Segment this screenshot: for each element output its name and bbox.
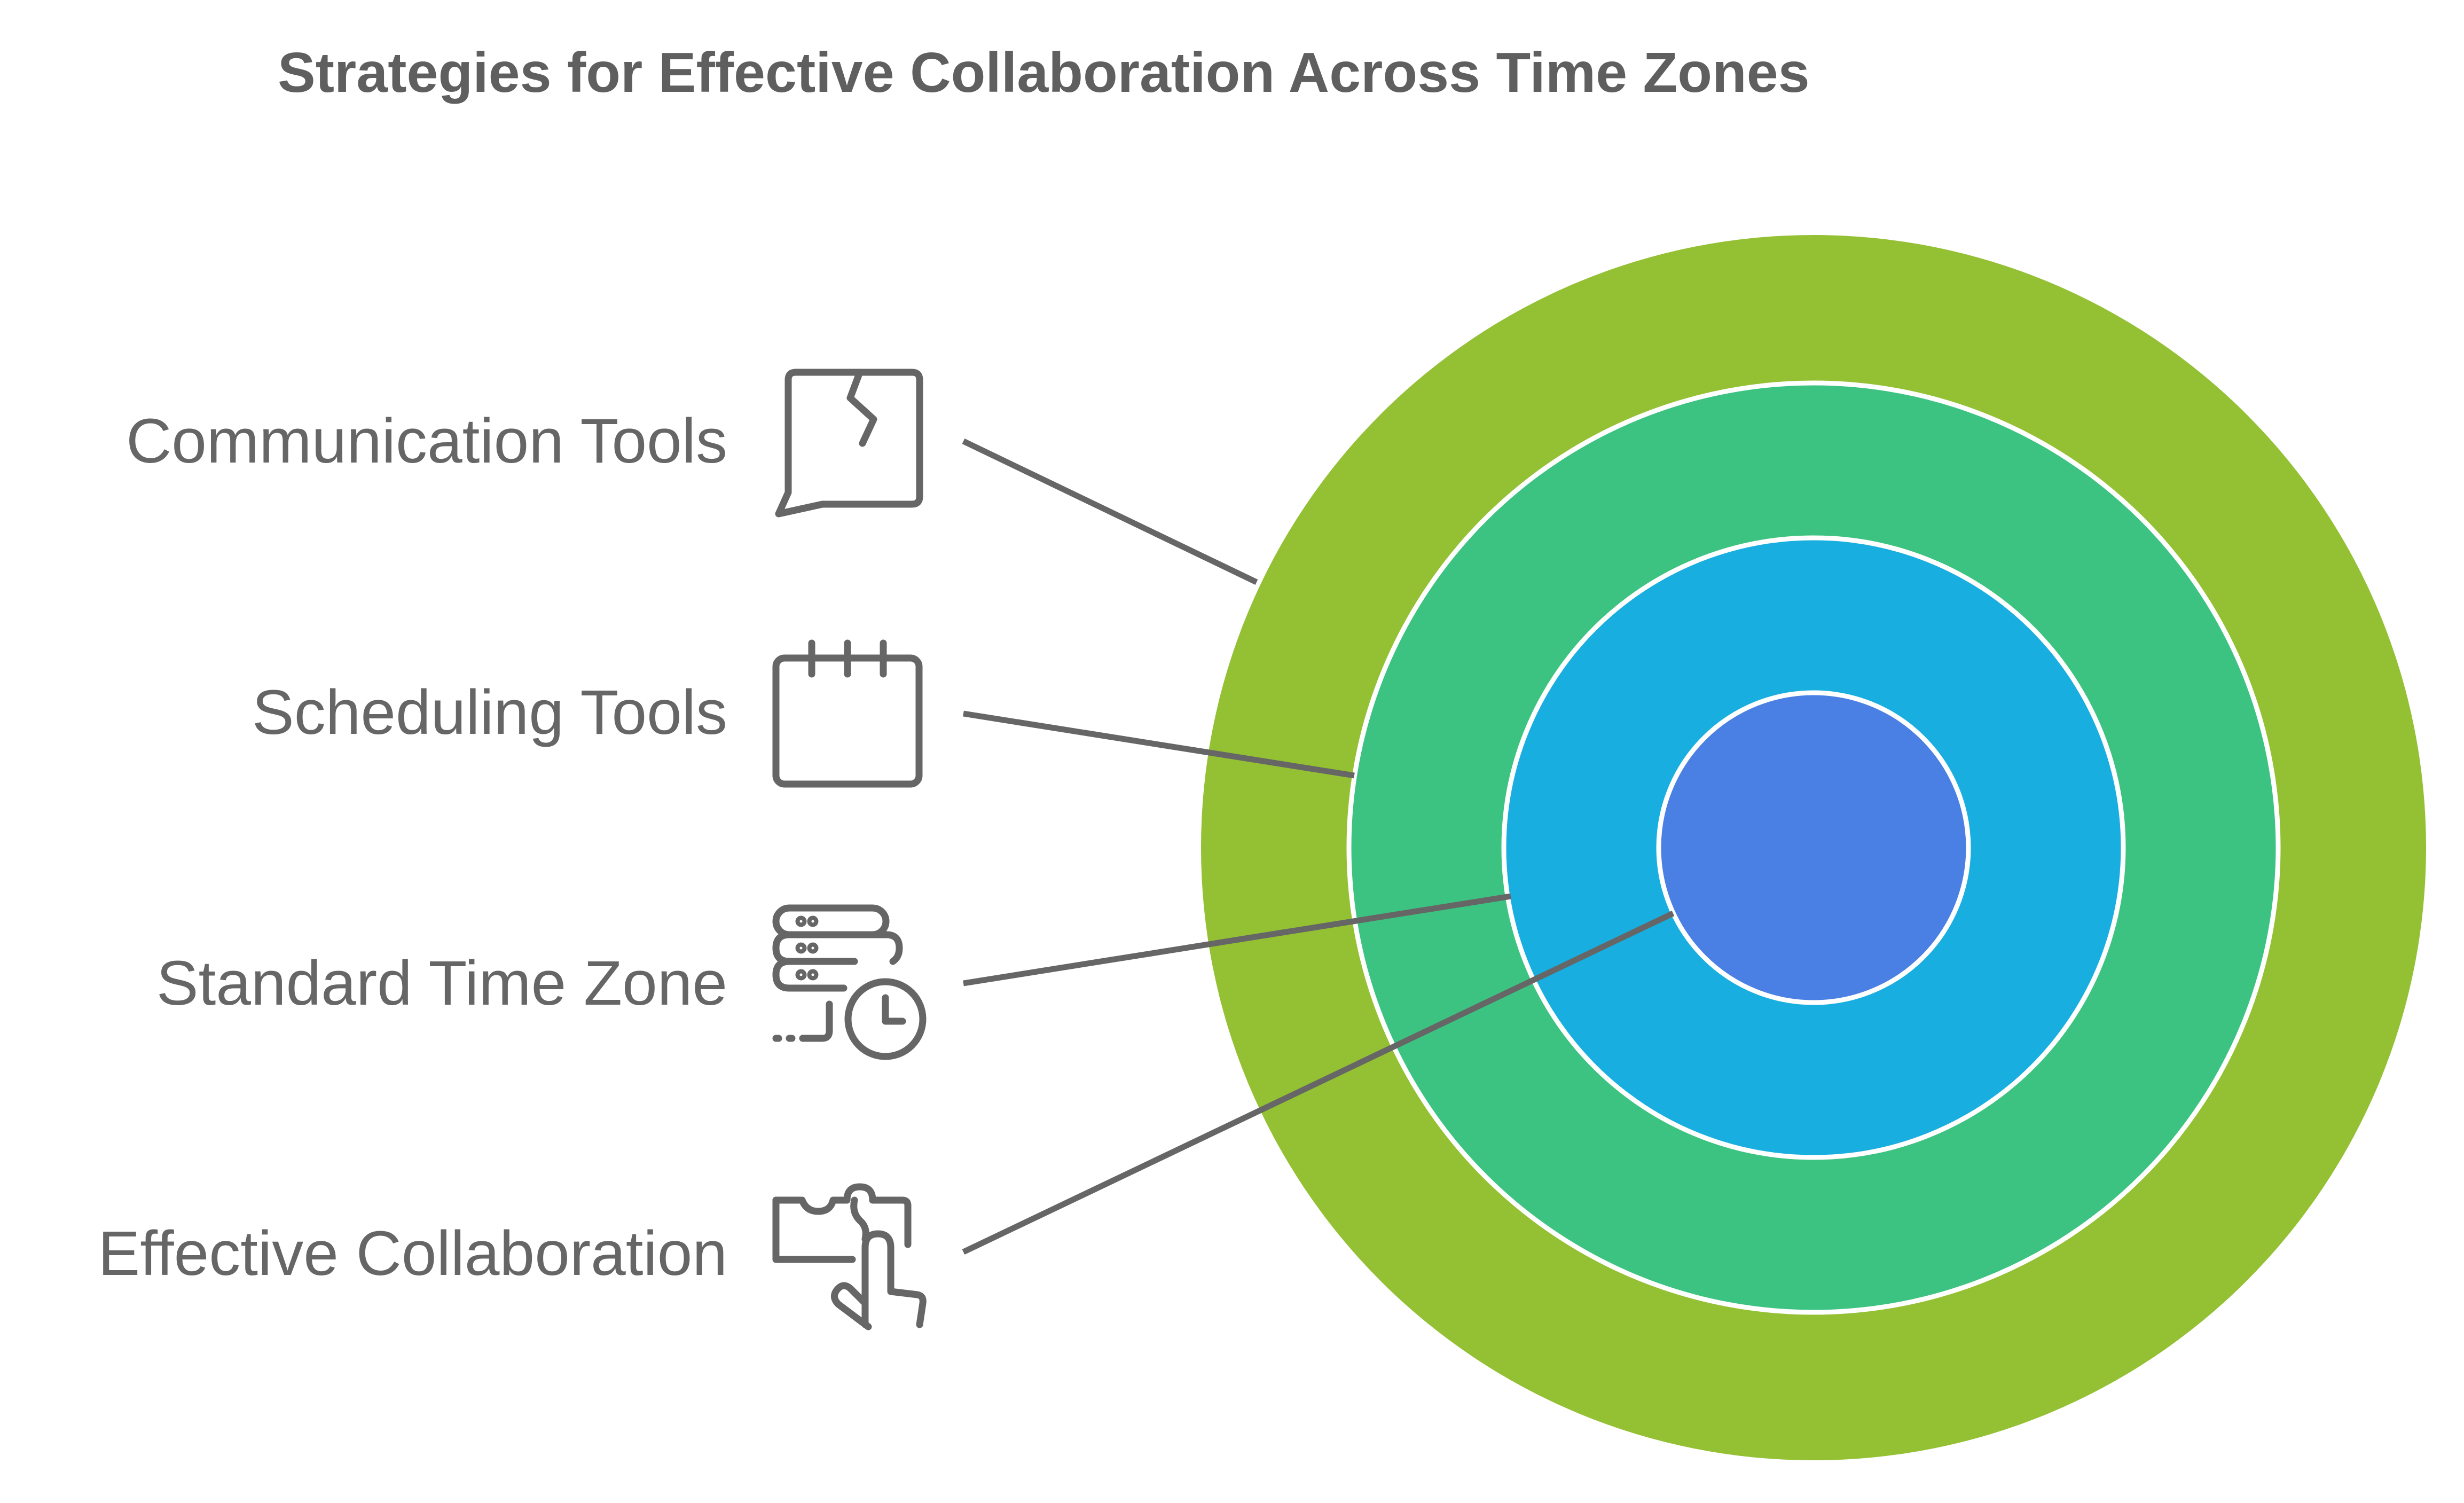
- leader-line-scheduling-tools: [963, 710, 1355, 779]
- core-effective-collaboration: [1656, 690, 1971, 1005]
- label-effective-collaboration: Effective Collaboration: [98, 1218, 727, 1289]
- leader-line-standard-time-zone: [963, 893, 1511, 987]
- layer-labels: Communication Tools Scheduling Tools Sta…: [98, 406, 727, 1289]
- leader-lines: [962, 439, 1675, 1255]
- chat-bubble-icon: [775, 369, 923, 518]
- label-scheduling-tools: Scheduling Tools: [252, 677, 727, 748]
- leader-line-effective-collaboration: [962, 911, 1675, 1255]
- concentric-rings: [1201, 235, 2426, 1460]
- diagram-title: Strategies for Effective Collaboration A…: [278, 41, 1810, 104]
- calendar-icon: [772, 639, 923, 788]
- label-communication-tools: Communication Tools: [126, 406, 727, 476]
- leader-line-communication-tools: [962, 439, 1258, 585]
- server-clock-icon: [772, 904, 927, 1060]
- puzzle-hand-icon: [772, 1183, 927, 1330]
- label-standard-time-zone: Standard Time Zone: [156, 948, 727, 1019]
